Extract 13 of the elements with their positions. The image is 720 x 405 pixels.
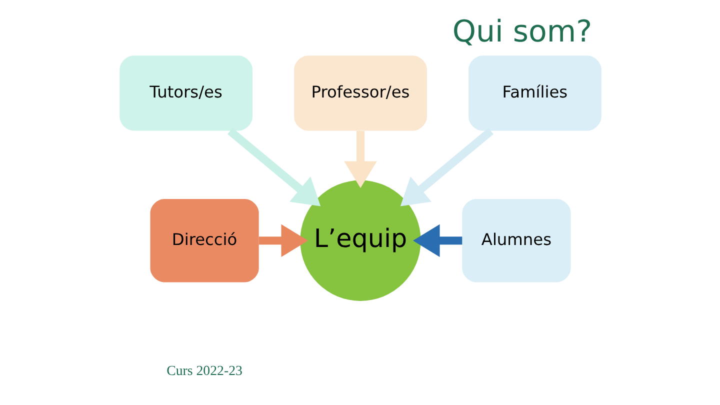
node-box: Alumnes — [462, 199, 570, 282]
arrow — [400, 128, 494, 206]
arrow — [226, 128, 320, 206]
diagram-title: Qui som? — [452, 14, 592, 50]
node-box: Tutors/es — [119, 56, 252, 131]
node-box: Direcció — [150, 199, 258, 282]
node-box: Famílies — [468, 56, 601, 131]
node-circle: L’equip — [300, 180, 420, 301]
node-box: Professor/es — [294, 56, 426, 131]
label: Curs 2022-23 — [166, 362, 242, 378]
arrow — [258, 224, 308, 258]
arrow — [344, 130, 376, 188]
arrow — [412, 224, 462, 258]
